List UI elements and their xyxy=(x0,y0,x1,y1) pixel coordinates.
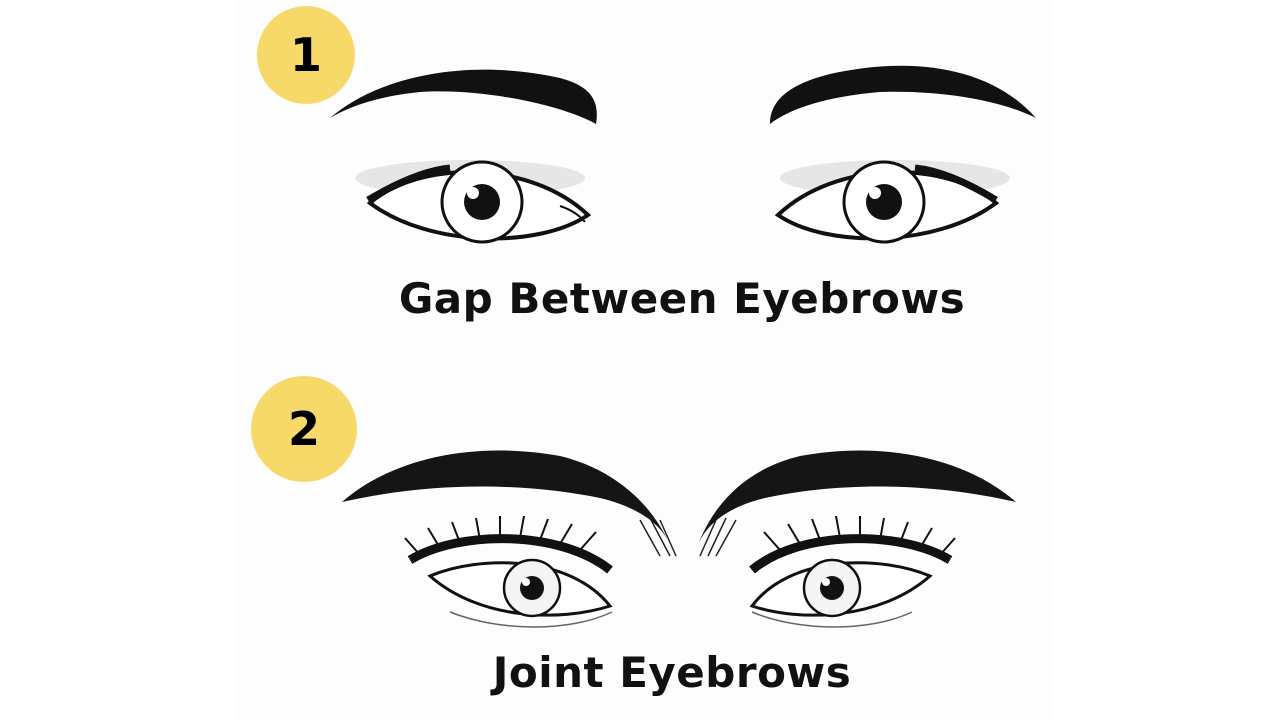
option-2-caption: Joint Eyebrows xyxy=(492,648,852,697)
left-eye-2 xyxy=(404,515,613,628)
left-eyebrow-1 xyxy=(330,69,597,124)
right-eyebrow-1 xyxy=(770,65,1036,124)
option-2-panel xyxy=(238,362,1054,720)
option-1-number-badge: 1 xyxy=(257,6,355,104)
right-eye-2 xyxy=(749,515,956,628)
right-eye-1 xyxy=(774,160,1010,244)
left-eye-1 xyxy=(355,160,592,244)
option-2-number-badge: 2 xyxy=(251,376,357,482)
option-1-caption: Gap Between Eyebrows xyxy=(398,274,966,323)
joint-eyebrows-2 xyxy=(342,450,1016,557)
